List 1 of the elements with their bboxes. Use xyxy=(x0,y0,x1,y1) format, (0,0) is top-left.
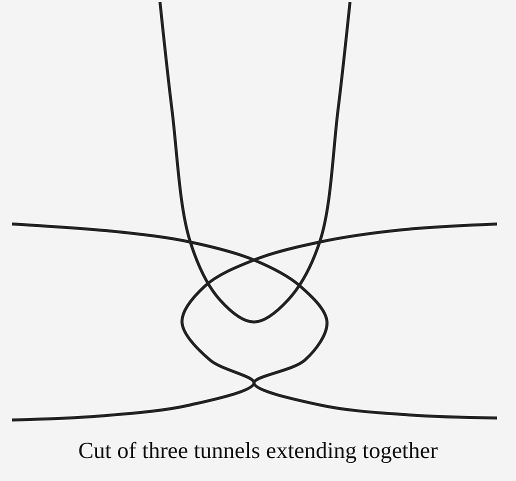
caption: Cut of three tunnels extending together xyxy=(77,438,439,464)
